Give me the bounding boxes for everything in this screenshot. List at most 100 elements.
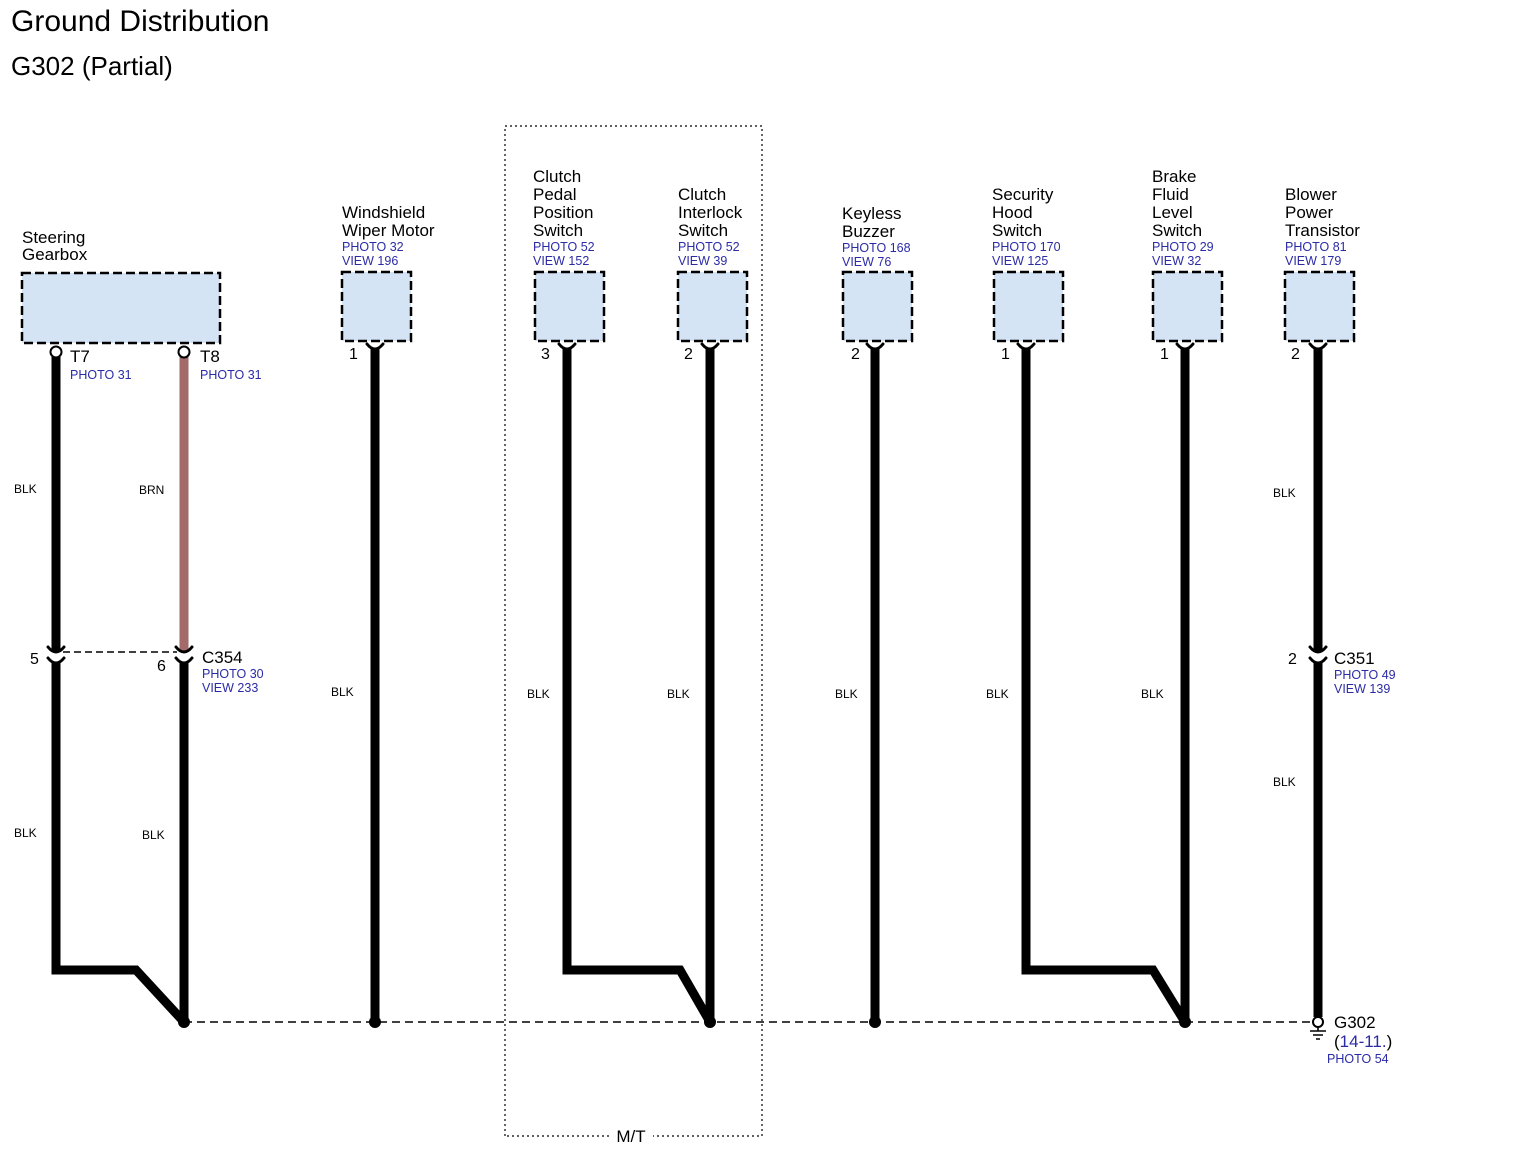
ground-ref-link[interactable]: 14-11.	[1340, 1032, 1387, 1051]
wires	[51, 348, 1323, 1026]
page-subtitle: G302 (Partial)	[11, 51, 173, 81]
component-name-line: Blower	[1285, 185, 1337, 204]
component-name-line: Pedal	[533, 185, 576, 204]
ground-photo-link[interactable]: PHOTO 54	[1327, 1052, 1389, 1066]
component-name-line: Wiper Motor	[342, 221, 435, 240]
wire-color-label: BLK	[1273, 486, 1296, 500]
component-brake-fluid-level-switch: Brake Fluid Level Switch PHOTO 29 VIEW 3…	[1151, 167, 1224, 363]
pin-number: 2	[1291, 346, 1300, 363]
component-name-line: Security	[992, 185, 1054, 204]
wire-color-label: BLK	[1273, 775, 1296, 789]
component-name-line: Switch	[992, 221, 1042, 240]
connector-c354: 5 6 C354 PHOTO 30 VIEW 233	[30, 645, 264, 695]
security-hood-switch-box	[992, 270, 1065, 343]
pin-terminal-t7	[49, 345, 63, 359]
connector-view-link[interactable]: VIEW 139	[1334, 682, 1390, 696]
wire-color-label: BLK	[986, 687, 1009, 701]
ground-junction-dot	[704, 1016, 716, 1028]
connector-name: C351	[1334, 649, 1375, 668]
ground-ref-close-paren: )	[1387, 1032, 1393, 1051]
pin-t8-photo-link[interactable]: PHOTO 31	[200, 368, 262, 382]
component-photo-link[interactable]: PHOTO 168	[842, 241, 911, 255]
component-photo-link[interactable]: PHOTO 52	[678, 240, 740, 254]
component-view-link[interactable]: VIEW 125	[992, 254, 1048, 268]
pin-terminal-t8	[177, 345, 191, 359]
component-name-line: Steering	[22, 228, 85, 247]
component-view-link[interactable]: VIEW 196	[342, 254, 398, 268]
pin-label-t7: T7	[70, 347, 90, 366]
component-photo-link[interactable]: PHOTO 32	[342, 240, 404, 254]
connector-view-link[interactable]: VIEW 233	[202, 681, 258, 695]
wire-color-label: BLK	[14, 482, 37, 496]
wire-color-label: BLK	[14, 826, 37, 840]
component-name-line: Position	[533, 203, 593, 222]
pin-number: 3	[541, 346, 550, 363]
wire-steering-t7-lower	[51, 663, 188, 1026]
pin-terminal-cap	[700, 342, 720, 351]
connector-c351: 2 C351 PHOTO 49 VIEW 139	[1288, 645, 1396, 696]
ground-g302: G302 (14-11.) PHOTO 54	[1310, 1013, 1392, 1066]
clutch-pedal-position-switch-box	[533, 270, 606, 343]
keyless-buzzer-box	[841, 270, 914, 343]
pin-number: 1	[1001, 346, 1010, 363]
pin-terminal-cap	[365, 342, 385, 351]
pin-terminal-cap	[1016, 342, 1036, 351]
connector-c351-pin2-symbol	[1308, 645, 1328, 665]
mt-option-group: M/T	[504, 125, 763, 1146]
wire-color-label: BLK	[331, 685, 354, 699]
component-name-line: Windshield	[342, 203, 425, 222]
windshield-wiper-motor-box	[340, 270, 413, 343]
component-name-line: Transistor	[1285, 221, 1360, 240]
ground-reference: (14-11.)	[1334, 1032, 1392, 1051]
ground-junction-dot	[369, 1016, 381, 1028]
ground-junction-dot	[1179, 1016, 1191, 1028]
component-photo-link[interactable]: PHOTO 170	[992, 240, 1061, 254]
wire-color-label: BLK	[667, 687, 690, 701]
connector-name: C354	[202, 648, 243, 667]
ground-ref-open-paren: (	[1334, 1032, 1340, 1051]
pin-t7-photo-link[interactable]: PHOTO 31	[70, 368, 132, 382]
component-view-link[interactable]: VIEW 76	[842, 255, 891, 269]
connector-photo-link[interactable]: PHOTO 30	[202, 667, 264, 681]
component-name-line: Keyless	[842, 204, 902, 223]
component-photo-link[interactable]: PHOTO 29	[1152, 240, 1214, 254]
wire-clutch-pedal-position-switch	[562, 348, 714, 1025]
component-name-line: Clutch	[678, 185, 726, 204]
ground-name: G302	[1334, 1013, 1376, 1032]
component-photo-link[interactable]: PHOTO 52	[533, 240, 595, 254]
component-view-link[interactable]: VIEW 32	[1152, 254, 1201, 268]
component-photo-link[interactable]: PHOTO 81	[1285, 240, 1347, 254]
mt-group-label: M/T	[616, 1127, 645, 1146]
mt-group-border	[504, 125, 763, 1137]
clutch-interlock-switch-box	[676, 270, 749, 343]
component-name-line: Clutch	[533, 167, 581, 186]
connector-c354-pin6-symbol	[174, 645, 194, 665]
steering-gearbox-box	[20, 271, 222, 345]
component-name-line: Interlock	[678, 203, 743, 222]
component-name-line: Level	[1152, 203, 1193, 222]
component-name-line: Brake	[1152, 167, 1196, 186]
pin-number: 2	[851, 346, 860, 363]
pin-number: 1	[1160, 346, 1169, 363]
component-clutch-interlock-switch: Clutch Interlock Switch PHOTO 52 VIEW 39…	[676, 185, 749, 363]
component-windshield-wiper-motor: Windshield Wiper Motor PHOTO 32 VIEW 196…	[340, 203, 435, 363]
connector-photo-link[interactable]: PHOTO 49	[1334, 668, 1396, 682]
brake-fluid-level-switch-box	[1151, 270, 1224, 343]
component-view-link[interactable]: VIEW 179	[1285, 254, 1341, 268]
pin-number: 2	[684, 346, 693, 363]
component-security-hood-switch: Security Hood Switch PHOTO 170 VIEW 125 …	[992, 185, 1065, 363]
ground-terminal	[1312, 1016, 1324, 1028]
component-name-line: Switch	[1152, 221, 1202, 240]
pin-number: 1	[349, 346, 358, 363]
page-title: Ground Distribution	[11, 5, 269, 38]
connector-pin-number: 5	[30, 651, 39, 668]
component-view-link[interactable]: VIEW 152	[533, 254, 589, 268]
pin-terminal-cap	[1308, 342, 1328, 351]
component-name-line: Switch	[533, 221, 583, 240]
wire-security-hood-switch	[1021, 348, 1189, 1025]
component-name-line: Fluid	[1152, 185, 1189, 204]
component-name-line: Gearbox	[22, 245, 88, 264]
component-view-link[interactable]: VIEW 39	[678, 254, 727, 268]
pin-terminal-cap	[865, 342, 885, 351]
